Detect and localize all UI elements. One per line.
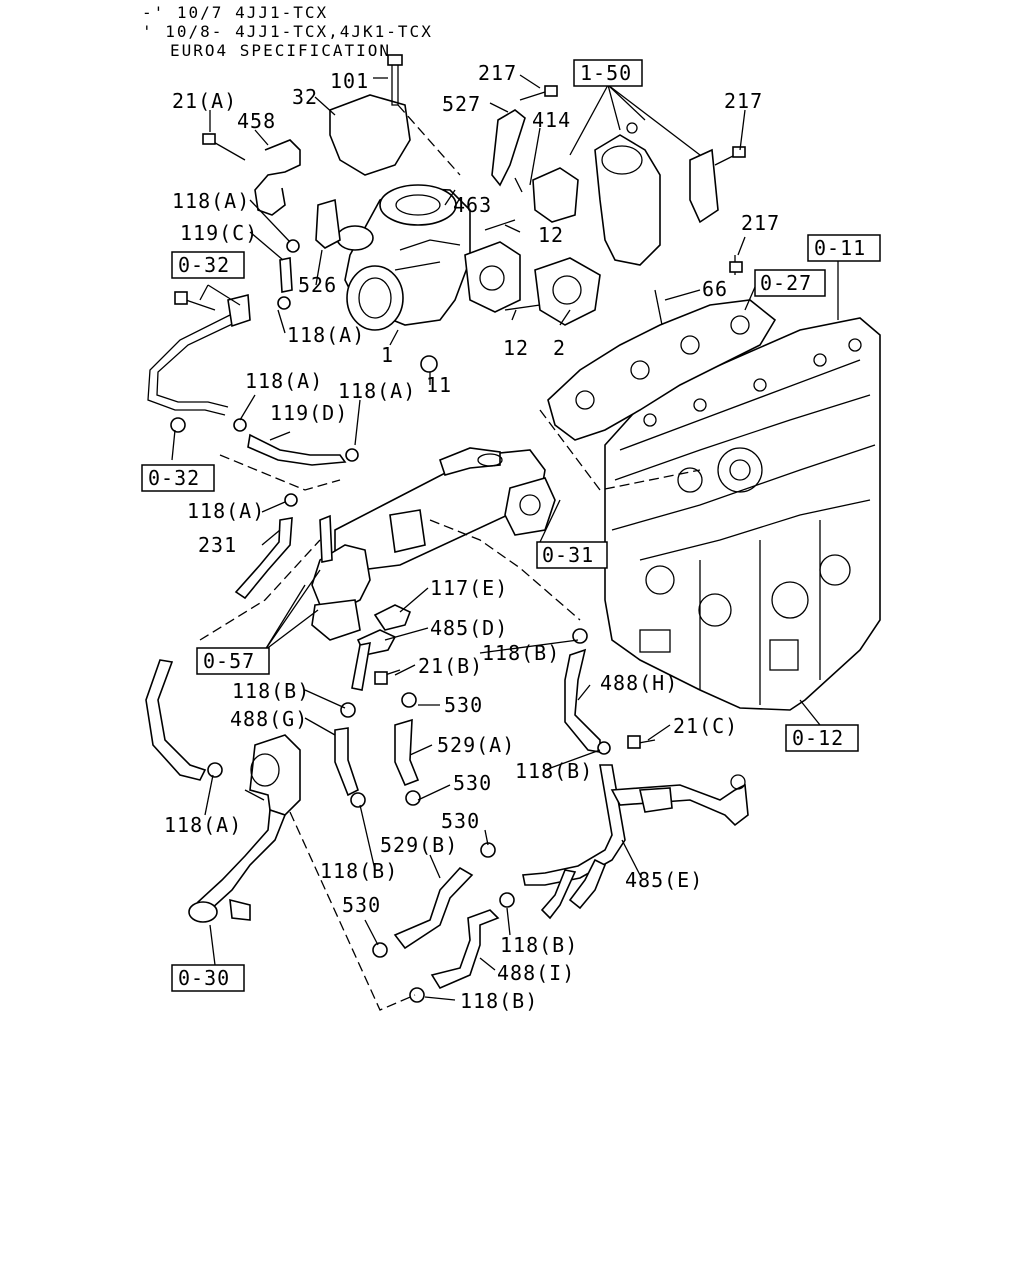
egr-cooler: [334, 447, 556, 571]
label-217-c: 217: [741, 211, 780, 235]
engine-block: [604, 317, 881, 711]
label-32: 32: [292, 85, 318, 109]
bracket-527: [491, 109, 526, 187]
label-12-a: 12: [538, 223, 564, 247]
label-117e: 117(E): [430, 576, 508, 600]
hose-119d: [247, 433, 347, 466]
label-118b-5: 118(B): [500, 933, 578, 957]
water-pipe: [188, 734, 301, 923]
heat-shield: [329, 94, 411, 176]
label-118a-3: 118(A): [245, 369, 323, 393]
label-21b: 21(B): [418, 654, 483, 678]
label-118a-2: 118(A): [287, 323, 365, 347]
svg-text:0-12: 0-12: [792, 726, 844, 750]
label-118a-1: 118(A): [172, 189, 250, 213]
leader-lines: [171, 74, 839, 1001]
ref-box-0-32-upper: 0-32: [171, 251, 245, 279]
ref-box-1-50: 1-50: [573, 59, 643, 87]
svg-text:0-32: 0-32: [148, 466, 200, 490]
ref-box-0-12: 0-12: [785, 724, 859, 752]
label-529a: 529(A): [437, 733, 515, 757]
label-118a-6: 118(A): [164, 813, 242, 837]
ref-box-0-27: 0-27: [754, 269, 826, 297]
label-485d: 485(D): [430, 616, 508, 640]
ref-box-0-57: 0-57: [196, 647, 270, 675]
label-488h: 488(H): [600, 671, 678, 695]
turbocharger: [336, 184, 471, 331]
label-118b-4: 118(B): [320, 859, 398, 883]
label-118b-2: 118(B): [232, 679, 310, 703]
connection-lines: [199, 104, 701, 1011]
gasket-2: [534, 257, 601, 326]
hose-488g: [334, 727, 359, 797]
label-21c: 21(C): [673, 714, 738, 738]
bolts: [174, 54, 746, 749]
header-line-1: -' 10/7 4JJ1-TCX: [142, 3, 328, 22]
label-217-b: 217: [724, 89, 763, 113]
exhaust-manifold: [547, 299, 777, 441]
hose-529b: [393, 866, 474, 950]
label-118a-4: 118(A): [338, 379, 416, 403]
svg-text:1-50: 1-50: [580, 61, 632, 85]
label-414: 414: [532, 108, 571, 132]
label-101: 101: [330, 69, 369, 93]
label-1: 1: [381, 343, 394, 367]
egr-valve: [311, 514, 371, 641]
oil-pipe-458: [254, 139, 301, 216]
svg-text:0-11: 0-11: [814, 236, 866, 260]
hose-488h: [564, 648, 601, 753]
label-485e: 485(E): [625, 868, 703, 892]
label-463: 463: [453, 193, 492, 217]
label-118a-5: 118(A): [187, 499, 265, 523]
label-231: 231: [198, 533, 237, 557]
header-line-3: EURO4 SPECIFICATION: [170, 41, 391, 60]
gasket-526: [315, 198, 341, 249]
label-530-d: 530: [342, 893, 381, 917]
label-119c: 119(C): [180, 221, 258, 245]
svg-text:0-57: 0-57: [203, 649, 255, 673]
svg-text:0-31: 0-31: [542, 543, 594, 567]
label-118b-6: 118(B): [460, 989, 538, 1013]
label-118b-3: 118(B): [515, 759, 593, 783]
svg-text:0-27: 0-27: [760, 271, 812, 295]
ref-box-0-30: 0-30: [171, 964, 245, 992]
label-11: 11: [426, 373, 452, 397]
label-118b-1: 118(B): [482, 641, 560, 665]
label-488i: 488(I): [497, 961, 575, 985]
label-21a: 21(A): [172, 89, 237, 113]
hose-488i: [430, 909, 500, 990]
label-530-b: 530: [453, 771, 492, 795]
hose-529a: [394, 718, 420, 787]
label-12-b: 12: [503, 336, 529, 360]
label-2: 2: [553, 336, 566, 360]
water-pipe-485e: [522, 764, 749, 920]
label-530-a: 530: [444, 693, 483, 717]
header-line-2: ' 10/8- 4JJ1-TCX,4JK1-TCX: [142, 22, 433, 41]
svg-text:0-32: 0-32: [178, 253, 230, 277]
hose-lower-left: [145, 659, 207, 781]
part-labels: 101 217 32 527 414 217 21(A) 458 463 118…: [164, 61, 780, 1013]
label-488g: 488(G): [230, 707, 308, 731]
ref-box-0-11: 0-11: [807, 234, 881, 262]
ref-box-0-32-lower: 0-32: [141, 464, 215, 492]
label-529b: 529(B): [380, 833, 458, 857]
label-527: 527: [442, 92, 481, 116]
label-217-a: 217: [478, 61, 517, 85]
hose-231: [234, 517, 293, 600]
svg-text:0-30: 0-30: [178, 966, 230, 990]
ref-box-0-31: 0-31: [536, 541, 608, 569]
exhaust-pipe: [594, 122, 719, 266]
label-526: 526: [298, 273, 337, 297]
label-66: 66: [702, 277, 728, 301]
hose-clamps: [170, 239, 611, 1003]
hose-119c: [279, 257, 293, 293]
flange: [464, 241, 521, 313]
label-119d: 119(D): [270, 401, 348, 425]
label-530-c: 530: [441, 809, 480, 833]
oil-return-pipe: [147, 309, 241, 416]
label-458: 458: [237, 109, 276, 133]
gasket-414: [532, 167, 579, 223]
